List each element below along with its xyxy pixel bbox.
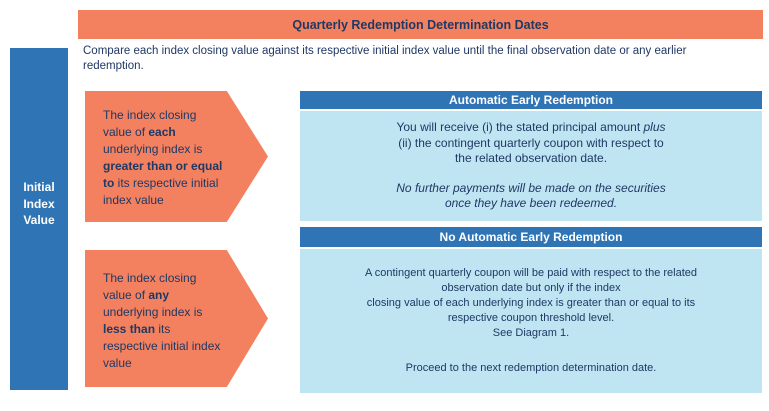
arrow2-text-bold-any: any (148, 288, 170, 302)
auto-redemption-p2-italic: No further payments will be made on the … (396, 180, 666, 211)
auto-redemption-paragraph-1: You will receive (i) the stated principa… (396, 120, 665, 167)
no-automatic-early-redemption-title: No Automatic Early Redemption (439, 230, 623, 244)
condition-arrow-greater-text: The index closing value of each underlyi… (103, 107, 253, 209)
automatic-early-redemption-header: Automatic Early Redemption (300, 91, 762, 109)
automatic-early-redemption-title: Automatic Early Redemption (448, 93, 614, 107)
arrow1-text-e: its respective initial index value (103, 176, 219, 207)
auto-redemption-p1-a: You will receive (i) the stated principa… (396, 120, 644, 135)
arrow1-text-bold-each: each (148, 125, 176, 139)
no-automatic-early-redemption-header: No Automatic Early Redemption (300, 227, 762, 247)
intro-text: Compare each index closing value against… (83, 45, 687, 72)
arrow2-text-a: The index closing value of (103, 271, 197, 302)
arrow1-text-c: underlying index is (103, 142, 203, 156)
automatic-early-redemption-body: You will receive (i) the stated principa… (300, 111, 762, 221)
auto-redemption-p1-italic-plus: plus (643, 120, 666, 135)
arrow2-text-e: its respective initial index value (103, 322, 221, 370)
initial-index-value-column: Initial Index Value (10, 48, 68, 390)
no-auto-redemption-paragraph-2: Proceed to the next redemption determina… (405, 362, 657, 374)
auto-redemption-paragraph-2: No further payments will be made on the … (396, 181, 665, 212)
quarterly-dates-banner-title: Quarterly Redemption Determination Dates (292, 17, 549, 32)
no-auto-redemption-paragraph-1: A contingent quarterly coupon will be pa… (364, 267, 698, 339)
quarterly-dates-banner: Quarterly Redemption Determination Dates (78, 10, 763, 39)
no-automatic-early-redemption-body: A contingent quarterly coupon will be pa… (300, 249, 762, 393)
initial-index-value-label: Initial Index Value (23, 180, 55, 228)
condition-arrow-greater: The index closing value of each underlyi… (85, 91, 268, 222)
arrow1-text-bold-greater: greater than or equal to (103, 159, 223, 190)
arrow2-text-bold-less: less than (103, 322, 156, 336)
arrow1-text-a: The index closing value of (103, 108, 197, 139)
arrow2-text-c: underlying index is (103, 305, 203, 319)
condition-arrow-less: The index closing value of any underlyin… (85, 250, 268, 387)
auto-redemption-p1-b: (ii) the contingent quarterly coupon wit… (398, 135, 664, 166)
condition-arrow-less-text: The index closing value of any underlyin… (103, 270, 253, 372)
